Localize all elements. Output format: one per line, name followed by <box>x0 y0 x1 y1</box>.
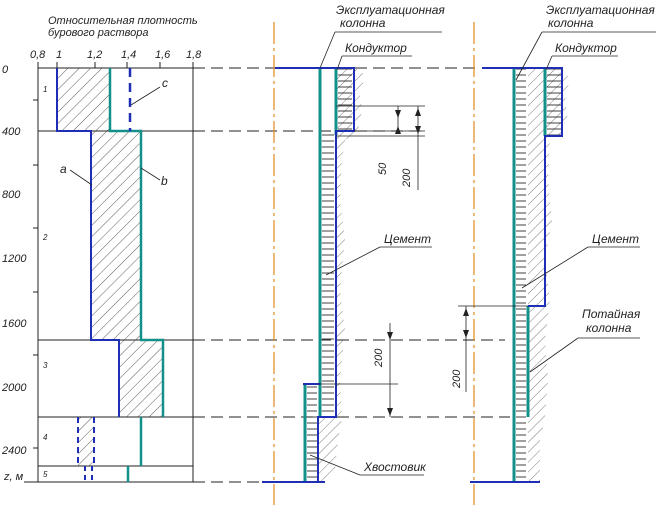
middle-conductor-label: Кондуктор <box>345 41 407 55</box>
density-ticks <box>37 62 194 68</box>
density-tick-3: 1,4 <box>121 49 136 61</box>
curve-a-label: a <box>60 162 67 176</box>
density-tick-5: 1,8 <box>186 49 202 61</box>
well-with-tail-liner: Эксплуатационная колонна Кондуктор Цемен… <box>262 3 445 505</box>
dim-arrow-4 <box>415 126 421 134</box>
right-dimensions <box>458 305 528 392</box>
middle-dim-50: 50 <box>377 162 389 175</box>
density-tick-4: 1,6 <box>155 49 171 61</box>
depth-tick-2000: 2000 <box>1 382 27 394</box>
middle-cement-tail <box>307 384 317 482</box>
right-cement-top <box>547 68 561 136</box>
density-tick-0: 0,8 <box>30 49 46 61</box>
right-cement <box>516 68 526 482</box>
interval-4: 4 <box>43 433 48 442</box>
depth-axis-label: z, м <box>3 471 24 483</box>
middle-rock-bottom <box>318 417 342 482</box>
dim-arrow-3 <box>415 108 421 116</box>
band-interval-1 <box>57 68 110 131</box>
middle-tail-label: Хвостовик <box>363 460 427 474</box>
right-liner-label-1: Потайная <box>582 307 641 321</box>
right-dim-arrow-1 <box>463 308 469 316</box>
interval-3: 3 <box>43 361 48 370</box>
right-rock-right <box>528 68 570 482</box>
dim-arrow-1 <box>395 110 401 118</box>
right-cement-label: Цемент <box>592 232 639 246</box>
middle-casing-leader <box>319 31 336 69</box>
middle-dim-200-bottom: 200 <box>373 348 385 368</box>
right-production-casing-label-1: Эксплуатационная <box>546 3 655 17</box>
curve-c-leader <box>130 86 161 106</box>
curve-a-line <box>56 68 120 417</box>
middle-production-casing-label-1: Эксплуатационная <box>336 3 445 17</box>
middle-hole-wall <box>275 67 355 482</box>
depth-tick-1200: 1200 <box>2 253 27 265</box>
curve-b-line <box>108 68 165 417</box>
middle-cement-label: Цемент <box>384 232 431 246</box>
density-tick-1: 1 <box>56 49 62 61</box>
middle-dim-200-top: 200 <box>401 168 413 188</box>
curve-a-leader <box>69 169 93 186</box>
middle-dimensions <box>318 105 425 417</box>
depth-tick-0: 0 <box>2 64 9 76</box>
dim-arrow-2 <box>395 126 401 134</box>
middle-tail-leader <box>309 454 361 476</box>
middle-cement-top <box>338 68 352 131</box>
depth-guide-lines <box>193 67 510 483</box>
depth-tick-2400: 2400 <box>1 445 27 457</box>
curve-b-leader <box>140 167 161 181</box>
right-cement-leader <box>521 246 589 289</box>
middle-conductor-leader <box>336 55 343 71</box>
curve-b-label: b <box>161 174 168 188</box>
right-dim-200: 200 <box>451 369 463 389</box>
well-with-hidden-liner: Эксплуатационная колонна Кондуктор Цемен… <box>451 3 656 505</box>
right-production-casing-label-2: колонна <box>548 16 594 30</box>
middle-rock-right <box>335 68 365 417</box>
band-interval-3 <box>119 340 163 417</box>
interval-1: 1 <box>43 85 47 94</box>
depth-ticks <box>33 99 38 449</box>
depth-tick-800: 800 <box>2 189 21 201</box>
dim-arrow-5 <box>387 332 393 340</box>
depth-tick-400: 400 <box>2 126 21 138</box>
density-bands <box>57 68 163 466</box>
middle-production-casing-label-2: колонна <box>340 16 386 30</box>
right-liner-label-2: колонна <box>586 321 632 335</box>
right-casing-leader <box>515 31 543 81</box>
right-dim-arrow-2 <box>463 330 469 338</box>
right-liner-leader <box>529 337 579 373</box>
right-conductor-label: Кондуктор <box>555 41 617 55</box>
band-interval-2 <box>91 131 141 340</box>
chart-title-line2: бурового раствора <box>48 27 149 39</box>
right-hole-wall <box>482 67 563 307</box>
right-conductor-leader <box>545 55 553 71</box>
depth-tick-1600: 1600 <box>2 318 27 330</box>
curve-c-label: c <box>162 76 168 90</box>
interval-2: 2 <box>42 233 48 242</box>
dim-arrow-6 <box>387 408 393 416</box>
interval-5: 5 <box>43 470 48 479</box>
density-chart: Относительная плотность бурового раствор… <box>1 15 202 483</box>
band-interval-4 <box>78 417 94 466</box>
middle-cement-leader <box>325 246 381 276</box>
density-tick-2: 1,2 <box>87 49 102 61</box>
chart-title-line1: Относительная плотность <box>48 15 198 27</box>
